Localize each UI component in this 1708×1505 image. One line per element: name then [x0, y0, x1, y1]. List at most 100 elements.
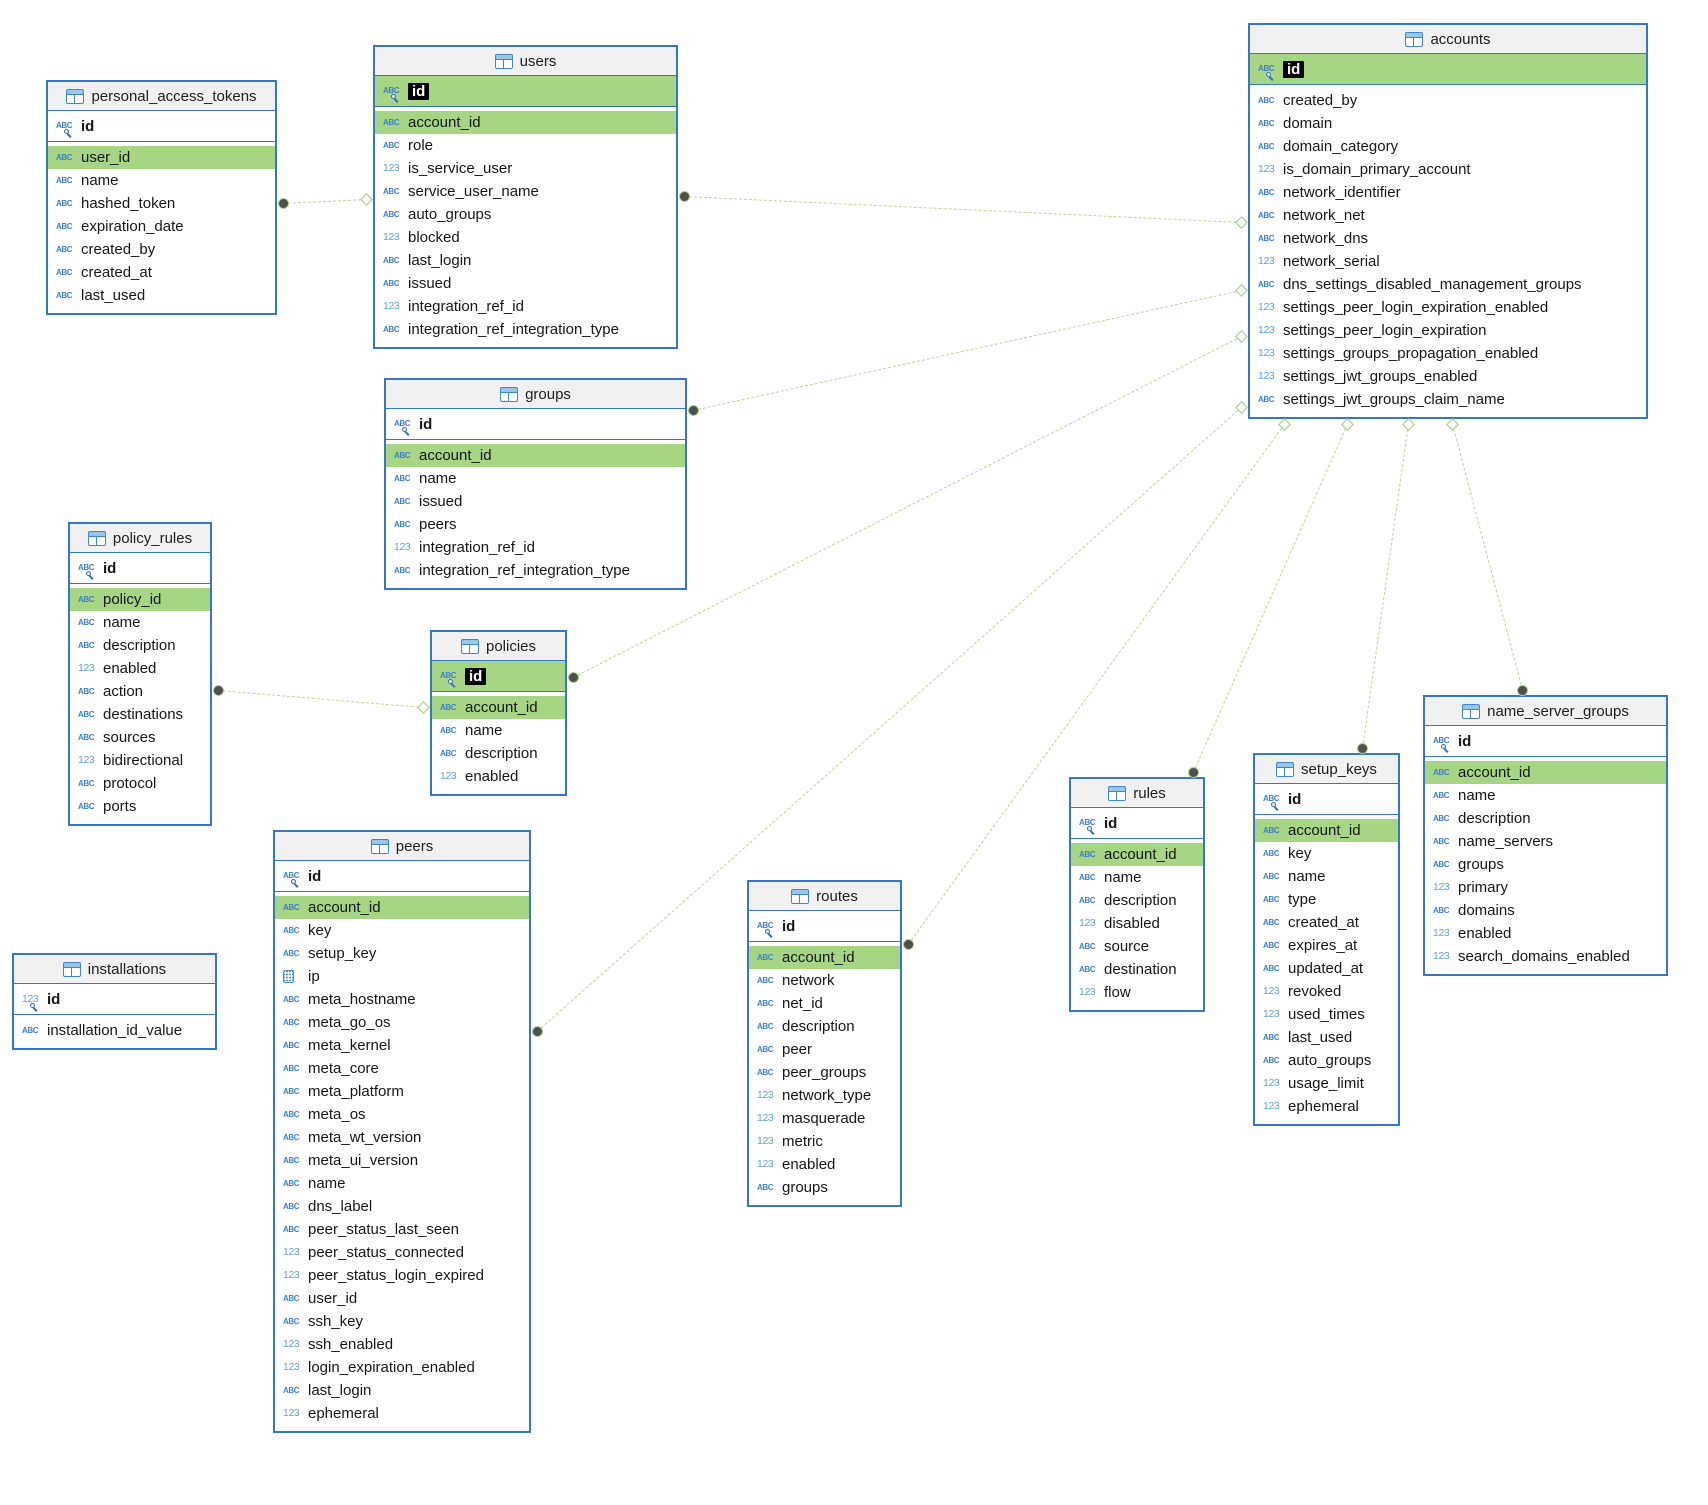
table-header[interactable]: policy_rules	[70, 524, 210, 553]
table-header[interactable]: policies	[432, 632, 565, 661]
table-header[interactable]: setup_keys	[1255, 755, 1398, 784]
table-header[interactable]: rules	[1071, 779, 1203, 808]
table-header[interactable]: installations	[14, 955, 215, 984]
table-header[interactable]: name_server_groups	[1425, 697, 1666, 726]
column-row[interactable]: ip	[275, 965, 529, 988]
table-header[interactable]: accounts	[1250, 25, 1646, 54]
table-header[interactable]: users	[375, 47, 676, 76]
